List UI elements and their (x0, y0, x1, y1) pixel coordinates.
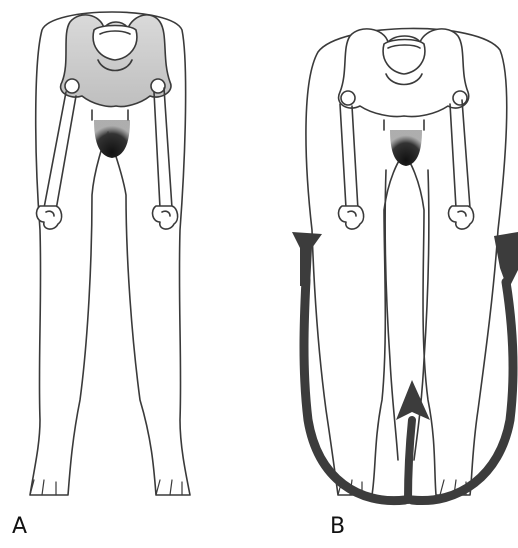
figure-a-pubic-region (94, 120, 130, 158)
arrow-left-head (292, 232, 322, 286)
panel-label-a: A (12, 514, 27, 539)
arrow-left-arc (304, 280, 405, 501)
figure-b-pubic-region (390, 130, 422, 166)
arrow-center-head (396, 380, 430, 420)
figure-b-knees (339, 206, 474, 229)
arrow-right-head (494, 232, 518, 290)
figure-b-legs-together (306, 28, 507, 495)
figure-b-pelvis (339, 29, 469, 117)
figure-a-knees (37, 206, 178, 229)
panel-label-b: B (330, 514, 345, 539)
arrow-center-shaft (408, 420, 412, 500)
figure-a-legs-apart (30, 12, 190, 495)
